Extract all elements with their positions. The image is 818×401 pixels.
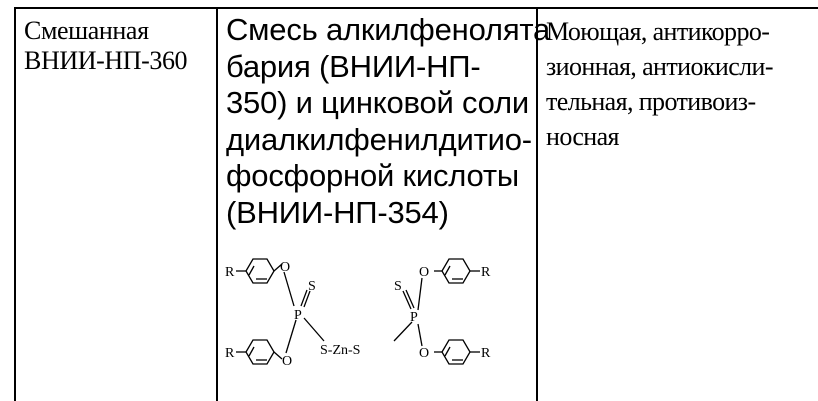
composition-line: 350) и цинковой соли (226, 85, 530, 120)
formula-s-left: S (308, 279, 316, 294)
table-left-border (14, 7, 16, 401)
formula-p-right: P (410, 310, 418, 325)
composition-line: Смесь алкилфенолята (226, 12, 551, 47)
formula-o-top-left: O (280, 260, 290, 275)
function-cell: Моющая, антикорро- зионная, антиокисли- … (546, 14, 808, 154)
formula-r-top-right: R (481, 265, 491, 280)
composition-line: бария (ВНИИ-НП- (226, 48, 481, 84)
formula-zinc-bridge: S-Zn-S (320, 343, 360, 358)
column-divider-2 (536, 7, 538, 401)
function-line: носная (546, 122, 620, 151)
formula-o-bottom-left: O (282, 354, 292, 369)
composition-line: (ВНИИ-НП-354) (226, 194, 449, 230)
composition-cell: Смесь алкилфенолята бария (ВНИИ-НП- 350)… (226, 12, 551, 231)
composition-line: диалкилфенилдитио- (226, 121, 532, 157)
formula-r-bottom-left: R (225, 346, 235, 361)
formula-r-top-left: R (225, 265, 235, 280)
additive-name-line: Смешанная (24, 16, 149, 45)
formula-p-left: P (294, 308, 302, 323)
formula-r-bottom-right: R (481, 346, 491, 361)
function-line: тельная, противоиз- (546, 87, 756, 116)
table-top-border (14, 7, 818, 9)
additive-name-line: ВНИИ-НП-360 (24, 46, 188, 75)
composition-line: фосфорной кислоты (226, 158, 519, 193)
formula-s-right: S (394, 279, 402, 294)
function-line: зионная, антиокисли- (546, 52, 773, 81)
additive-name-cell: Смешанная ВНИИ-НП-360 (24, 16, 214, 76)
column-divider-1 (216, 7, 218, 401)
formula-o-top-right: O (419, 265, 429, 280)
structural-formula: R R R R O O O O S S P P S-Zn-S (225, 258, 491, 369)
function-line: Моющая, антикорро- (546, 17, 770, 46)
formula-o-bottom-right: O (419, 346, 429, 361)
